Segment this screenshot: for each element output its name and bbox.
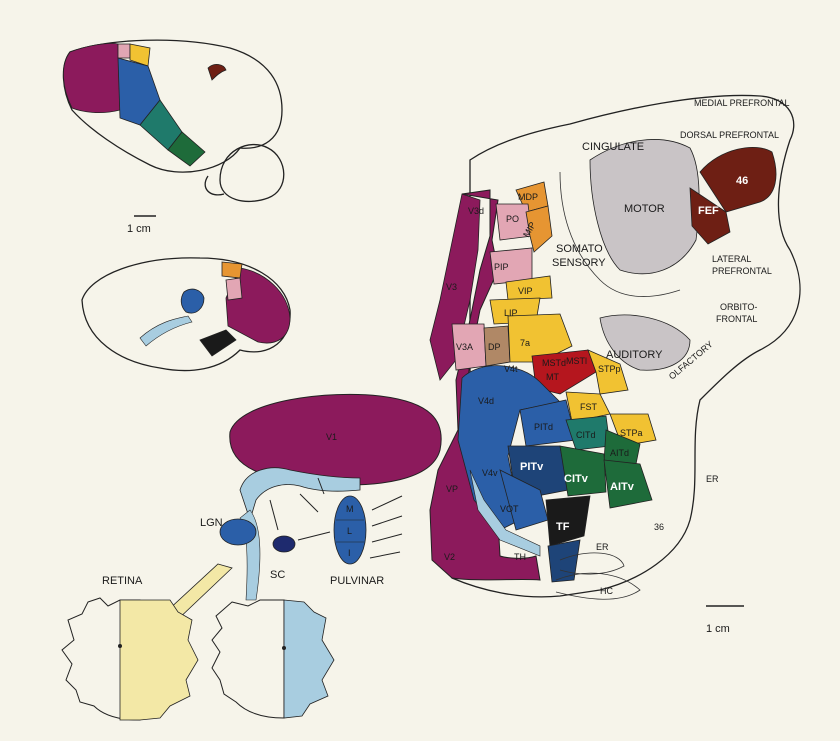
label-fst: FST	[580, 402, 598, 412]
label-36: 36	[654, 522, 664, 532]
label-tf: TF	[556, 521, 570, 533]
label-sensory: SENSORY	[552, 257, 606, 269]
retina-right-fovea	[282, 646, 286, 650]
retina-right-blue	[284, 600, 334, 718]
medial-blue	[181, 289, 204, 313]
label-stpa: STPa	[620, 428, 643, 438]
label-mstd: MSTd	[542, 358, 566, 368]
label-pulvinar: PULVINAR	[330, 575, 384, 587]
medial-lightblue	[140, 316, 192, 346]
label-mstl: MSTl	[566, 356, 587, 366]
label-prefrontal: PREFRONTAL	[712, 266, 772, 276]
label-orbito: ORBITO-	[720, 302, 757, 312]
label-v3d: V3d	[468, 206, 484, 216]
subcortical-pathway: LGN SC M L I PULVINAR RETINA	[62, 468, 402, 720]
label-stpp: STPp	[598, 364, 621, 374]
label-vip: VIP	[518, 286, 533, 296]
label-sc: SC	[270, 569, 285, 581]
sc-nucleus	[273, 536, 295, 552]
label-v2: V2	[444, 552, 455, 562]
label-vot: VOT	[500, 504, 519, 514]
label-aitd: AITd	[610, 448, 629, 458]
label-46: 46	[736, 175, 748, 187]
label-cingulate: CINGULATE	[582, 141, 644, 153]
cerebellum-outline-1	[220, 145, 284, 202]
lgn-nucleus	[220, 519, 256, 545]
th-area	[548, 540, 580, 582]
label-aitv: AITv	[610, 481, 635, 493]
flatmap: CINGULATE MEDIAL PREFRONTAL DORSAL PREFR…	[230, 95, 800, 635]
lateral-fef	[208, 64, 226, 80]
retina-left-fovea	[118, 644, 122, 648]
lateral-brain-view: 1 cm	[63, 40, 283, 235]
scale-label-top: 1 cm	[127, 223, 151, 235]
label-citd: CITd	[576, 430, 596, 440]
label-er-1: ER	[706, 474, 719, 484]
label-retina: RETINA	[102, 575, 143, 587]
medial-dark	[200, 330, 236, 356]
lateral-pink	[118, 44, 130, 58]
label-vp: VP	[446, 484, 458, 494]
label-pip: PIP	[494, 262, 509, 272]
lateral-v1	[63, 43, 120, 112]
label-pul-m: M	[346, 504, 354, 514]
label-7a: 7a	[520, 338, 530, 348]
label-mt: MT	[546, 372, 559, 382]
label-v4d: V4d	[478, 396, 494, 406]
label-mdp: MDP	[518, 192, 538, 202]
label-lip: LIP	[504, 308, 518, 318]
label-po: PO	[506, 214, 519, 224]
label-v4t: V4t	[504, 364, 518, 374]
medial-brain-view	[82, 258, 290, 371]
label-pitd: PITd	[534, 422, 553, 432]
label-auditory: AUDITORY	[606, 349, 663, 361]
label-lgn: LGN	[200, 517, 223, 529]
label-citv: CITv	[564, 473, 589, 485]
label-medial-prefrontal: MEDIAL PREFRONTAL	[694, 98, 790, 108]
label-lateral: LATERAL	[712, 254, 751, 264]
label-v1: V1	[326, 432, 337, 442]
label-pul-l: L	[347, 526, 352, 536]
medial-orange	[222, 262, 242, 278]
label-er-2: ER	[596, 542, 609, 552]
medial-pink	[226, 278, 242, 300]
label-v3: V3	[446, 282, 457, 292]
label-dp: DP	[488, 342, 501, 352]
citv-area	[560, 446, 606, 496]
label-frontal: FRONTAL	[716, 314, 757, 324]
label-v3a: V3A	[456, 342, 473, 352]
label-somato: SOMATO	[556, 243, 603, 255]
scale-label-bottom: 1 cm	[706, 623, 730, 635]
label-fef: FEF	[698, 205, 719, 217]
label-pul-i: I	[348, 548, 351, 558]
label-dorsal-prefrontal: DORSAL PREFRONTAL	[680, 130, 779, 140]
label-hc: HC	[600, 586, 613, 596]
retina-right	[212, 600, 284, 718]
label-v4v: V4v	[482, 468, 498, 478]
retina-left-yellow	[120, 600, 198, 720]
label-pitv: PITv	[520, 461, 544, 473]
label-th: TH	[514, 552, 526, 562]
label-motor: MOTOR	[624, 203, 665, 215]
